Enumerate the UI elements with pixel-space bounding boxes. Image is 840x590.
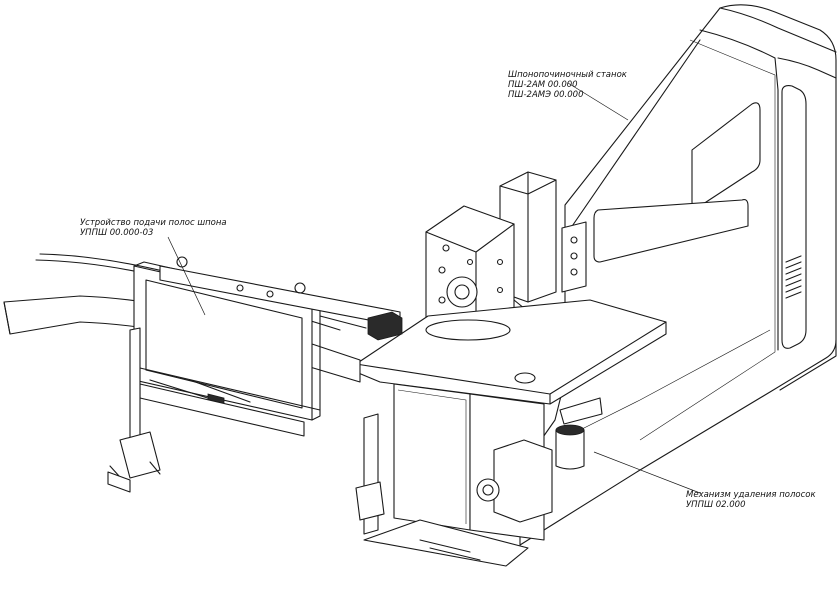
remover-callout-code: УППШ 02.000 bbox=[686, 500, 746, 510]
machine-leader bbox=[567, 82, 629, 121]
feeder-callout-code: УППШ 00.000-03 bbox=[80, 228, 154, 238]
work-table bbox=[355, 299, 667, 405]
machine-callout-code-2: ПШ-2АМЭ 00.000 bbox=[508, 90, 584, 100]
machine-body bbox=[519, 4, 837, 546]
remover-callout: Механизм удаления полосок УППШ 02.000 bbox=[686, 490, 816, 510]
machine-callout-code-1: ПШ-2АМ 00.000 bbox=[508, 80, 578, 90]
cabinet bbox=[355, 383, 603, 567]
remover-callout-title: Механизм удаления полосок bbox=[686, 490, 816, 500]
feeder-callout: Устройство подачи полос шпона УППШ 00.00… bbox=[80, 218, 227, 238]
vent-grille bbox=[785, 255, 802, 299]
feeder-callout-title: Устройство подачи полос шпона bbox=[80, 218, 227, 228]
machine-callout-title: Шпонопочиночный станок bbox=[508, 70, 627, 80]
machine-callout: Шпонопочиночный станок ПШ-2АМ 00.000 ПШ-… bbox=[508, 70, 627, 100]
remover-leader bbox=[593, 451, 701, 494]
feeder-leader bbox=[167, 236, 206, 316]
feeder-device bbox=[3, 253, 403, 493]
